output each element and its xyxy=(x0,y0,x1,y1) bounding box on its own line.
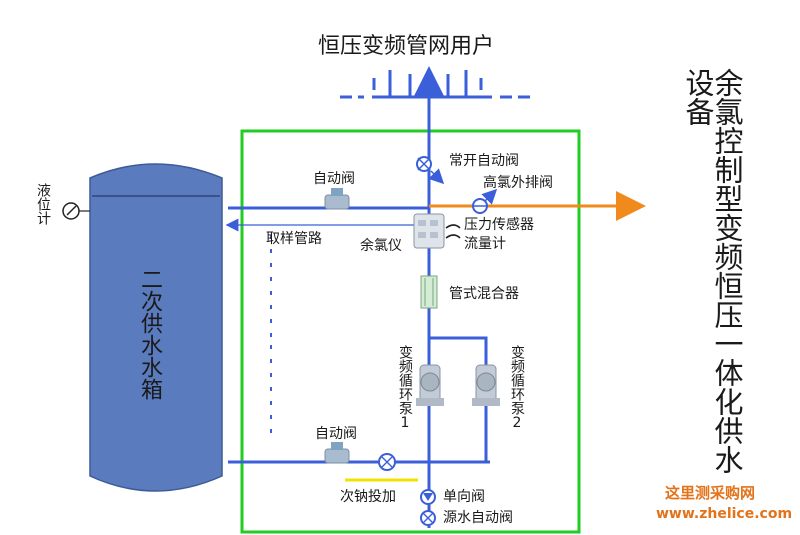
pump2-label: 变频循环泵2 xyxy=(509,345,525,431)
pump1-icon xyxy=(416,364,444,406)
pump1-label: 变频循环泵1 xyxy=(397,345,413,431)
flow-meter-label: 流量计 xyxy=(464,236,506,252)
side-title: 余氯控制型变频恒压一体化供水设备 xyxy=(681,68,744,474)
auto-valve-top-label: 自动阀 xyxy=(313,171,355,187)
equipment-frame xyxy=(240,129,581,534)
watermark-line2: www.zhelice.com xyxy=(656,506,793,522)
check-valve-label: 单向阀 xyxy=(443,489,485,505)
drain-valve-icon xyxy=(472,188,498,214)
source-valve-label: 源水自动阀 xyxy=(443,510,513,526)
static-mixer-label: 管式混合器 xyxy=(449,286,519,302)
normally-open-valve-icon xyxy=(416,156,445,185)
watermark-line1: 这里测采购网 xyxy=(665,484,756,502)
pressure-sensor-label: 压力传感器 xyxy=(464,217,534,233)
level-gauge-icon xyxy=(62,202,90,220)
static-mixer-icon xyxy=(420,275,438,309)
tank-label: 二次供水水箱 xyxy=(137,268,162,400)
pump2-icon xyxy=(472,364,500,406)
auto-valve-bottom-label: 自动阀 xyxy=(315,426,357,442)
check-valve-icon xyxy=(420,489,436,505)
sampling-line-label: 取样管路 xyxy=(266,231,322,247)
user-network-header xyxy=(340,70,530,99)
level-gauge-label: 液位计 xyxy=(35,183,51,225)
pump2-branch-pipe xyxy=(429,336,488,462)
dosing-label: 次钠投加 xyxy=(340,489,396,505)
source-valve-icon xyxy=(420,510,436,526)
auto-valve-bottom-icon xyxy=(324,442,350,464)
auto-valve-top-icon xyxy=(324,188,350,210)
diagram-title: 恒压变频管网用户 xyxy=(318,34,495,59)
lower-line-valve-icon xyxy=(378,453,396,471)
normally-open-valve-label: 常开自动阀 xyxy=(449,153,519,169)
water-tank xyxy=(89,163,223,492)
chlorine-meter-label: 余氯仪 xyxy=(360,238,402,254)
sensor-cluster-icon xyxy=(413,213,461,249)
drain-valve-label: 高氯外排阀 xyxy=(483,175,553,191)
